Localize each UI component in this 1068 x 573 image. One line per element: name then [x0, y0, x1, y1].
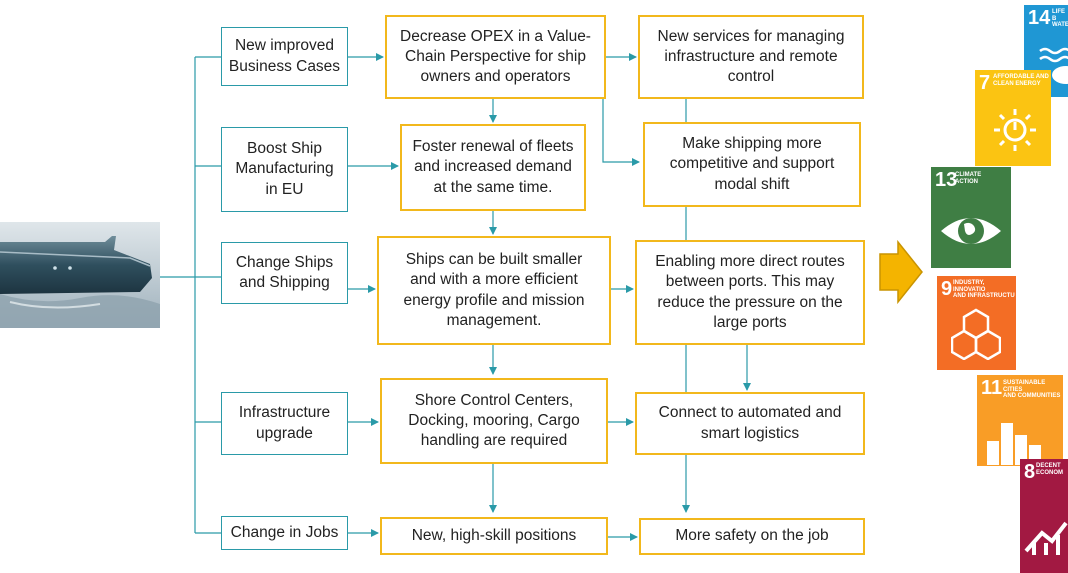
effect-high-skill: New, high-skill positions: [380, 517, 608, 555]
driver-ship-manufacturing: Boost Ship Manufacturing in EU: [221, 127, 348, 212]
driver-change-jobs: Change in Jobs: [221, 516, 348, 550]
driver-infrastructure: Infrastructure upgrade: [221, 392, 348, 455]
sdg-9-tile: 9 INDUSTRY, INNOVATIO AND INFRASTRUCTU: [937, 276, 1016, 370]
effect-smaller-ships: Ships can be built smaller and with a mo…: [377, 236, 611, 345]
city-buildings-icon: [987, 423, 1041, 465]
effect-decrease-opex: Decrease OPEX in a Value- Chain Perspect…: [385, 15, 606, 99]
sdg-8-tile: 8 DECENT ECONOM: [1020, 459, 1068, 573]
effect-shore-control: Shore Control Centers, Docking, mooring,…: [380, 378, 608, 464]
water-waves-icon: [1039, 47, 1068, 84]
cubes-icon: [951, 308, 1001, 360]
earth-eye-icon: [941, 218, 1001, 244]
sdg-13-tile: 13 CLIMATE ACTION: [931, 167, 1011, 268]
effect-safety: More safety on the job: [639, 518, 865, 555]
effect-new-services: New services for managing infrastructure…: [638, 15, 864, 99]
effect-direct-routes: Enabling more direct routes between port…: [635, 240, 865, 345]
autonomous-ship-image: [0, 222, 160, 328]
driver-change-ships: Change Ships and Shipping: [221, 242, 348, 304]
driver-business-cases: New improved Business Cases: [221, 27, 348, 86]
effect-competitive-shipping: Make shipping more competitive and suppo…: [643, 122, 861, 207]
growth-chart-icon: [1024, 521, 1068, 555]
sdg-7-tile: 7 AFFORDABLE AND CLEAN ENERGY: [975, 70, 1051, 166]
effect-foster-renewal: Foster renewal of fleets and increased d…: [400, 124, 586, 211]
sdg-11-tile: 11 SUSTAINABLE CITIES AND COMMUNITIES: [977, 375, 1063, 466]
effect-smart-logistics: Connect to automated and smart logistics: [635, 392, 865, 455]
right-arrow-icon: [879, 240, 923, 304]
sun-power-icon: [994, 109, 1036, 151]
